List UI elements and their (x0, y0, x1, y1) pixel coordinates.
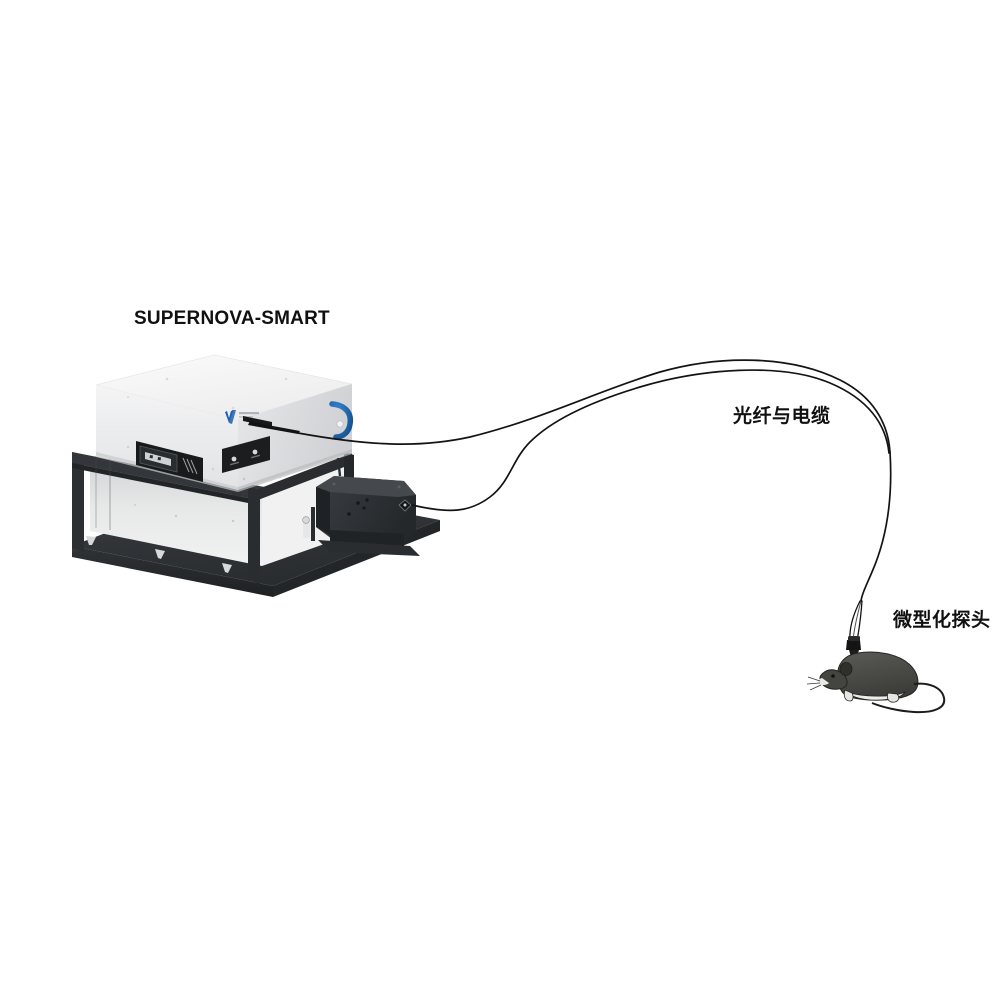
side-connector-strip (222, 436, 270, 473)
mini-probe-label: 微型化探头 (893, 610, 991, 631)
blue-accent-ring (329, 401, 354, 440)
cable-from-scanner-module (411, 369, 890, 512)
mouse-eye (831, 674, 835, 678)
scanner-module (302, 476, 420, 556)
mouse-tail (871, 682, 946, 714)
control-unit-chassis (95, 354, 354, 492)
cable-descent (860, 451, 892, 602)
mouse-with-probe (806, 636, 946, 714)
module-fiber-port (398, 499, 412, 512)
mouse-front-leg (843, 689, 854, 702)
frame-rails (72, 452, 354, 584)
mouse-snout (817, 678, 829, 686)
front-connector-panel (136, 441, 203, 482)
fiber-output-port (243, 416, 300, 434)
device-title-label: SUPERNOVA-SMART (134, 308, 330, 329)
cable-from-laser-port (297, 359, 891, 453)
mouse-ear (839, 662, 853, 676)
mouse-hind-leg (887, 692, 900, 703)
fiber-cable-label: 光纤与电缆 (733, 406, 831, 427)
instrument-assembly (72, 354, 440, 597)
frame-feet (86, 536, 232, 573)
mouse-whiskers (806, 676, 822, 691)
